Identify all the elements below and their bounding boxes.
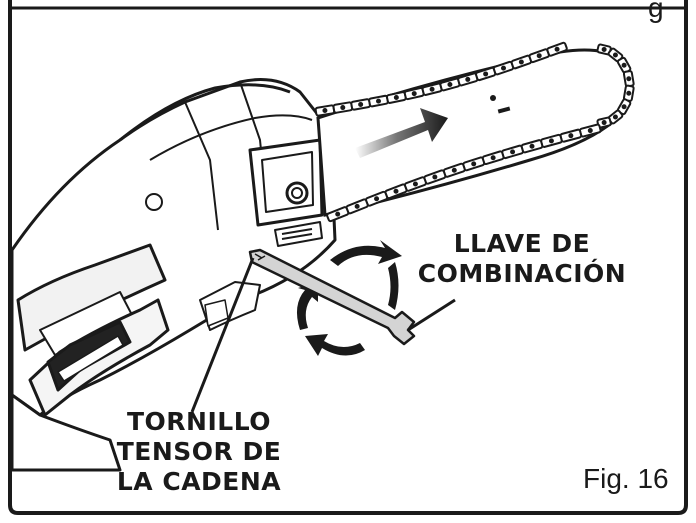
- chain-rivet: [601, 120, 607, 126]
- chain-rivet: [451, 167, 457, 173]
- chain-rivet: [465, 76, 471, 82]
- arrow-right-icon: [355, 108, 448, 158]
- chain-rivet: [626, 90, 632, 96]
- tension-screw-callout-label: TORNILLO TENSOR DE LA CADENA: [94, 407, 304, 497]
- chainsaw-body: [10, 78, 337, 472]
- chain-rivet: [335, 211, 341, 217]
- wrench-leader-line: [407, 298, 456, 332]
- chain-rivet: [376, 98, 381, 104]
- chain-rivet: [601, 46, 607, 52]
- chain-rivet: [393, 95, 399, 101]
- figure-frame: [8, 0, 688, 515]
- chain-rivet: [612, 52, 618, 58]
- chain-rivet: [322, 108, 328, 114]
- screw-callout-line-2: TENSOR DE: [116, 437, 282, 466]
- chain-rivet: [612, 114, 618, 120]
- chain-rivet: [621, 104, 627, 110]
- screw-callout-line-3: LA CADENA: [116, 467, 282, 496]
- chain-rivet: [358, 101, 364, 107]
- chain-rivet: [501, 65, 506, 71]
- chain-rivet: [554, 46, 560, 52]
- wrench-callout-line-1: LLAVE DE: [453, 229, 591, 258]
- chain-rivet: [626, 76, 632, 82]
- screw-callout-line-1: TORNILLO: [126, 407, 271, 436]
- chain-rivet: [490, 155, 496, 161]
- chain-rivet: [447, 82, 453, 88]
- chain-rivet: [568, 133, 574, 139]
- chain-rivet: [483, 71, 489, 77]
- chain-rivet: [536, 53, 542, 59]
- wrench-callout-label: LLAVE DE COMBINACIÓN: [404, 229, 640, 289]
- chain-rivet: [518, 59, 524, 65]
- wrench-callout-line-2: COMBINACIÓN: [417, 259, 627, 288]
- combination-wrench: [248, 248, 416, 346]
- chain-rivet: [587, 128, 593, 134]
- screw-leader-line: [190, 257, 255, 413]
- chain-rivet: [432, 174, 438, 180]
- chain-rivet: [354, 203, 360, 209]
- chain-rivet: [374, 196, 380, 202]
- rotate-arrows-icon: [296, 240, 402, 356]
- chain-rivet: [510, 149, 516, 155]
- chain-rivet: [529, 143, 535, 149]
- saw-chain: [314, 41, 635, 223]
- chain-rivet: [548, 138, 554, 144]
- chain-rivet: [429, 86, 435, 92]
- chain-rivet: [621, 62, 627, 68]
- figure-number-label: Fig. 16: [583, 463, 669, 494]
- chain-rivet: [411, 91, 417, 97]
- chain-rivet: [393, 188, 399, 194]
- cropped-text-fragment: g: [648, 0, 664, 23]
- chain-rivet: [471, 161, 477, 167]
- chain-rivet: [340, 105, 346, 111]
- chain-rivet: [412, 181, 418, 187]
